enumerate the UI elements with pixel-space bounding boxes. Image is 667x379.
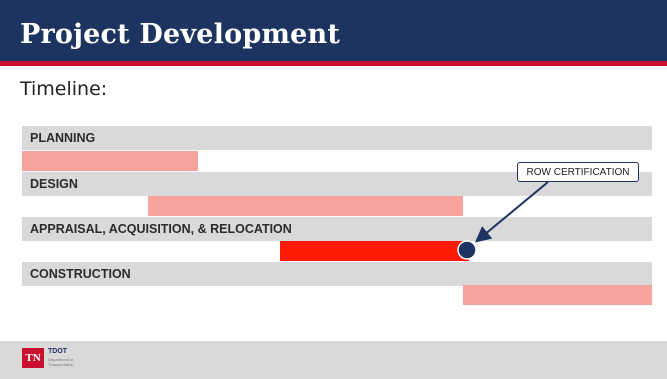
phase-band-construction (22, 262, 652, 286)
tdot-logo: TN TDOT Department of Transportation (22, 348, 90, 372)
row-certification-callout: ROW CERTIFICATION (517, 162, 639, 182)
timeline-bar-planning (22, 151, 199, 171)
phase-label-construction: CONSTRUCTION (30, 267, 131, 281)
timeline-bar-construction (463, 285, 652, 305)
logo-subtitle-line-2: Transportation (48, 362, 74, 367)
logo-subtitle-line-1: Department of (48, 357, 74, 362)
title-bar: Project Development (0, 0, 667, 66)
phase-label-appraisal: APPRAISAL, ACQUISITION, & RELOCATION (30, 222, 292, 236)
tn-logo-mark: TN (22, 348, 44, 368)
logo-name: TDOT (48, 348, 68, 355)
slide-title: Project Development (20, 19, 341, 50)
phase-band-planning (22, 126, 652, 150)
logo-subtitle: Department of Transportation (48, 357, 74, 367)
timeline-heading: Timeline: (20, 78, 108, 100)
timeline-bar-appraisal (280, 241, 470, 261)
phase-label-design: DESIGN (30, 177, 78, 191)
footer-bar (0, 341, 667, 379)
timeline-bar-design (148, 196, 463, 216)
phase-label-planning: PLANNING (30, 131, 96, 145)
